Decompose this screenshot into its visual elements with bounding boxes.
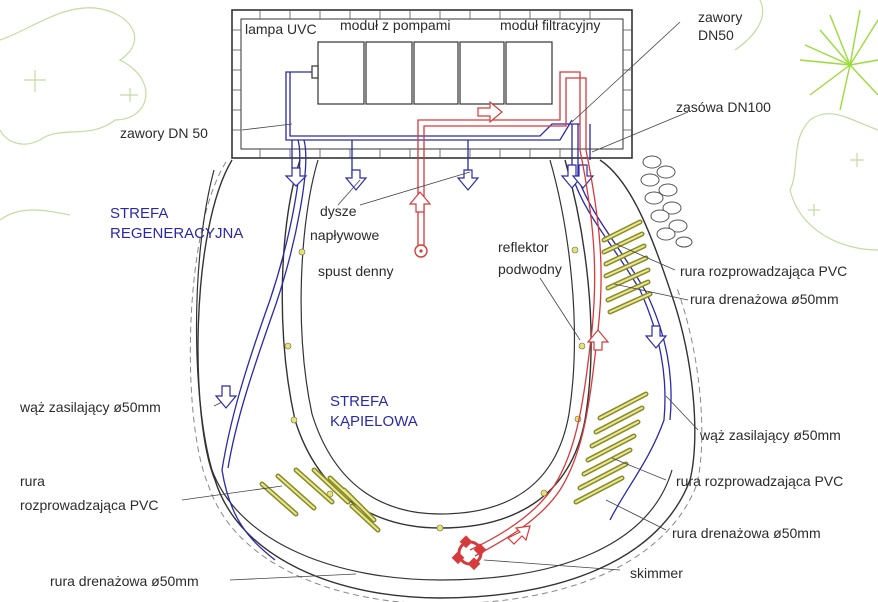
gate-valve-label: zasówa DN100	[676, 99, 771, 115]
pressure-flow-arrows	[214, 164, 668, 409]
pressure-lines	[221, 71, 672, 561]
drain-pipe-bottom-label: rura drenażowa ø50mm	[50, 573, 199, 589]
vegetation-left	[0, 7, 147, 221]
underwater-reflectors	[284, 246, 586, 532]
pvc-pipe-left-label: rura	[20, 473, 45, 489]
plant-star	[799, 9, 878, 111]
reflector-label-2: podwodny	[498, 261, 562, 277]
inlet-nozzles-label: dysze	[320, 203, 357, 219]
valves-dn50-top-label: zawory	[698, 9, 742, 25]
pond-outer-edge	[197, 159, 696, 599]
pvc-pipe-right-2-label: rura rozprowadzająca PVC	[676, 473, 843, 489]
skimmer-label: skimmer	[630, 565, 683, 581]
pvc-pipe-left-label-2: rozprowadzająca PVC	[20, 497, 159, 513]
bathing-zone-wall-outer	[300, 159, 576, 515]
skimmer-icon	[451, 535, 487, 571]
bathing-zone-label-2: KĄPIELOWA	[330, 413, 418, 430]
uv-lamp-label: lampa UVC	[245, 21, 317, 37]
valves-dn50-left-label: zawory DN 50	[120, 125, 208, 141]
drain-pipe-right-2-label: rura drenażowa ø50mm	[672, 525, 821, 541]
drain-pipe-right-1-label: rura drenażowa ø50mm	[690, 291, 839, 307]
supply-hose-left-label: wąż zasilający ø50mm	[19, 399, 161, 415]
return-flow-arrows	[408, 100, 610, 545]
module-boxes	[311, 41, 553, 105]
supply-hose-right-label: wąż zasilający ø50mm	[699, 427, 841, 443]
inlet-nozzles-label-2: napływowe	[310, 227, 379, 243]
return-lines	[417, 71, 602, 557]
bathing-zone-label: STREFA	[330, 393, 388, 410]
drain-coil-right-lower-inner	[575, 393, 647, 503]
stones	[640, 155, 693, 248]
leader-lines	[181, 21, 699, 581]
bottom-drain-label: spust denny	[318, 263, 394, 279]
reflector-label: reflektor	[498, 239, 549, 255]
valves-dn50-top-label-2: DN50	[698, 27, 734, 43]
equipment-housing	[231, 9, 633, 159]
drain-coil-left-inner	[261, 469, 379, 531]
vegetation-right	[734, 0, 878, 251]
regeneration-zone-label: STREFA	[110, 205, 168, 222]
pvc-pipe-right-1-label: rura rozprowadzająca PVC	[680, 263, 847, 279]
drain-coil-right-upper-inner	[603, 221, 651, 313]
regeneration-wall	[195, 169, 673, 581]
regeneration-zone-label-2: REGENERACYJNA	[110, 225, 243, 242]
pump-module-label: moduł z pompami	[340, 17, 451, 33]
filter-module-label: moduł filtracyjny	[500, 17, 600, 33]
